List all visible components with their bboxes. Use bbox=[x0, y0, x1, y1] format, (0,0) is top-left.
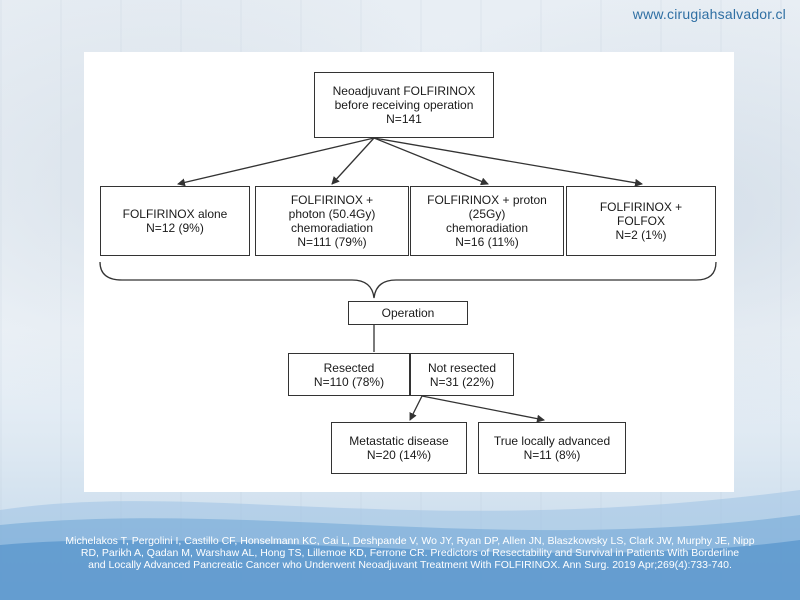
group-box-1: FOLFIRINOX alone N=12 (9%) bbox=[100, 186, 250, 256]
arrow-root-to-group-4 bbox=[373, 137, 643, 187]
group-2-line-3: chemoradiation bbox=[290, 221, 374, 235]
root-line-2: before receiving operation bbox=[334, 98, 474, 112]
resected-line-2: N=110 (78%) bbox=[313, 374, 385, 389]
group-box-3: FOLFIRINOX + proton (25Gy) chemoradiatio… bbox=[410, 186, 564, 256]
not-resected-line-2: N=31 (22%) bbox=[429, 374, 495, 389]
operation-label: Operation bbox=[381, 306, 435, 320]
group-2-line-4: N=111 (79%) bbox=[297, 235, 367, 249]
group-4-line-3: N=2 (1%) bbox=[615, 228, 667, 242]
arrow-to-locally-advanced bbox=[421, 395, 545, 423]
operation-box: Operation bbox=[348, 301, 468, 325]
group-4-line-1: FOLFIRINOX + bbox=[599, 200, 683, 214]
citation-line-3: and Locally Advanced Pancreatic Cancer w… bbox=[88, 559, 732, 571]
group-1-line-2: N=12 (9%) bbox=[146, 221, 204, 235]
locally-advanced-line-2: N=11 (8%) bbox=[523, 448, 581, 462]
not-resected-line-1: Not resected bbox=[427, 360, 497, 375]
resected-box: Resected N=110 (78%) bbox=[288, 353, 410, 396]
reference-citation: Michelakos T, Pergolini I, Castillo CF, … bbox=[50, 535, 770, 571]
root-line-1: Neoadjuvant FOLFIRINOX bbox=[332, 84, 476, 98]
bottom-wave-decoration bbox=[0, 490, 800, 600]
arrow-root-to-group-2 bbox=[331, 137, 375, 185]
root-line-3: N=141 bbox=[386, 112, 422, 126]
group-3-line-3: chemoradiation bbox=[445, 221, 529, 235]
flowchart-panel: Neoadjuvant FOLFIRINOX before receiving … bbox=[84, 52, 734, 492]
group-2-line-2: photon (50.4Gy) bbox=[288, 207, 376, 221]
locally-advanced-line-1: True locally advanced bbox=[493, 434, 611, 448]
citation-line-2: RD, Parikh A, Qadan M, Warshaw AL, Hong … bbox=[80, 547, 740, 559]
root-box: Neoadjuvant FOLFIRINOX before receiving … bbox=[314, 72, 494, 138]
site-url[interactable]: www.cirugiahsalvador.cl bbox=[632, 6, 786, 22]
grouping-brace bbox=[99, 261, 717, 299]
arrow-root-to-group-3 bbox=[373, 137, 489, 186]
not-resected-box: Not resected N=31 (22%) bbox=[410, 353, 514, 396]
group-3-line-1: FOLFIRINOX + proton bbox=[427, 193, 547, 207]
flowchart-connectors bbox=[99, 137, 717, 423]
metastatic-box: Metastatic disease N=20 (14%) bbox=[331, 422, 467, 474]
citation-line-1: Michelakos T, Pergolini I, Castillo CF, … bbox=[65, 535, 755, 547]
group-4-line-2: FOLFOX bbox=[616, 214, 665, 228]
group-3-line-4: N=16 (11%) bbox=[455, 235, 519, 249]
group-2-line-1: FOLFIRINOX + bbox=[290, 193, 374, 207]
group-box-2: FOLFIRINOX + photon (50.4Gy) chemoradiat… bbox=[255, 186, 409, 256]
group-1-line-1: FOLFIRINOX alone bbox=[122, 207, 228, 221]
metastatic-line-2: N=20 (14%) bbox=[366, 448, 432, 462]
group-3-line-2: (25Gy) bbox=[468, 207, 506, 221]
metastatic-line-1: Metastatic disease bbox=[349, 434, 449, 448]
arrow-to-metastatic bbox=[409, 395, 423, 421]
locally-advanced-box: True locally advanced N=11 (8%) bbox=[478, 422, 626, 474]
resected-line-1: Resected bbox=[323, 360, 375, 375]
group-box-4: FOLFIRINOX + FOLFOX N=2 (1%) bbox=[566, 186, 716, 256]
arrow-root-to-group-1 bbox=[177, 137, 375, 187]
